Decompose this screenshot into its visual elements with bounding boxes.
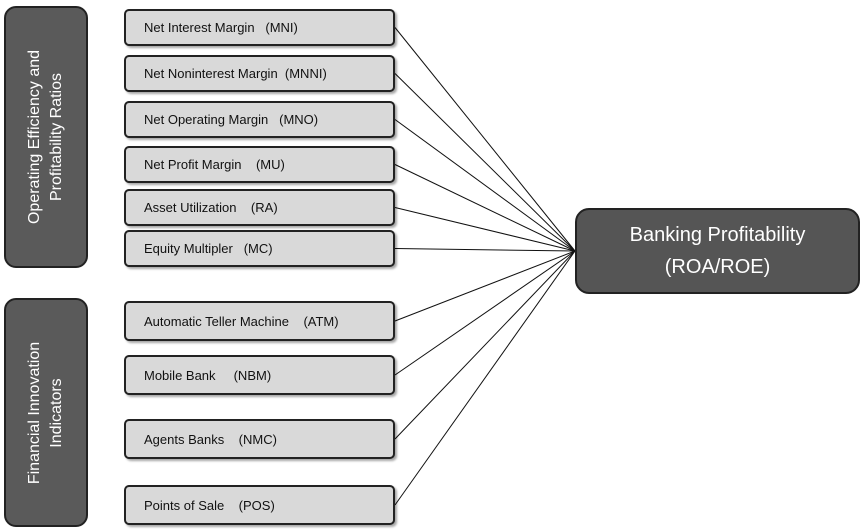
- item-net-interest-margin: Net Interest Margin (MNI): [124, 9, 395, 46]
- target-subtitle: (ROA/ROE): [664, 256, 771, 278]
- group-label-financial-innovation: Financial Innovation Indicators: [26, 341, 65, 484]
- item-asset-utilization: Asset Utilization (RA): [124, 189, 395, 226]
- connector-line-3: [394, 119, 576, 252]
- item-net-noninterest-margin: Net Noninterest Margin (MNNI): [124, 55, 395, 92]
- connector-line-6: [394, 248, 576, 252]
- target-title: Banking Profitability: [629, 224, 806, 246]
- group-label-operating-efficiency: Operating Efficiency and Profitability R…: [26, 49, 65, 225]
- connector-line-5: [394, 207, 576, 252]
- group-box-financial-innovation: Financial Innovation Indicators: [4, 298, 88, 527]
- connector-line-2: [394, 73, 576, 252]
- item-agents-banks: Agents Banks (NMC): [124, 419, 395, 459]
- item-points-of-sale: Points of Sale (POS): [124, 485, 395, 525]
- connector-line-10: [394, 250, 576, 506]
- item-atm: Automatic Teller Machine (ATM): [124, 301, 395, 341]
- connector-line-1: [394, 27, 576, 252]
- group-box-operating-efficiency: Operating Efficiency and Profitability R…: [4, 6, 88, 268]
- item-net-profit-margin: Net Profit Margin (MU): [124, 146, 395, 183]
- target-banking-profitability: Banking Profitability (ROA/ROE): [575, 208, 860, 294]
- connector-line-7: [394, 250, 576, 322]
- item-mobile-bank: Mobile Bank (NBM): [124, 355, 395, 395]
- item-equity-multiplier: Equity Multipler (MC): [124, 230, 395, 267]
- connector-line-9: [394, 250, 576, 440]
- item-net-operating-margin: Net Operating Margin (MNO): [124, 101, 395, 138]
- connector-line-4: [394, 164, 576, 252]
- connector-line-8: [394, 250, 576, 376]
